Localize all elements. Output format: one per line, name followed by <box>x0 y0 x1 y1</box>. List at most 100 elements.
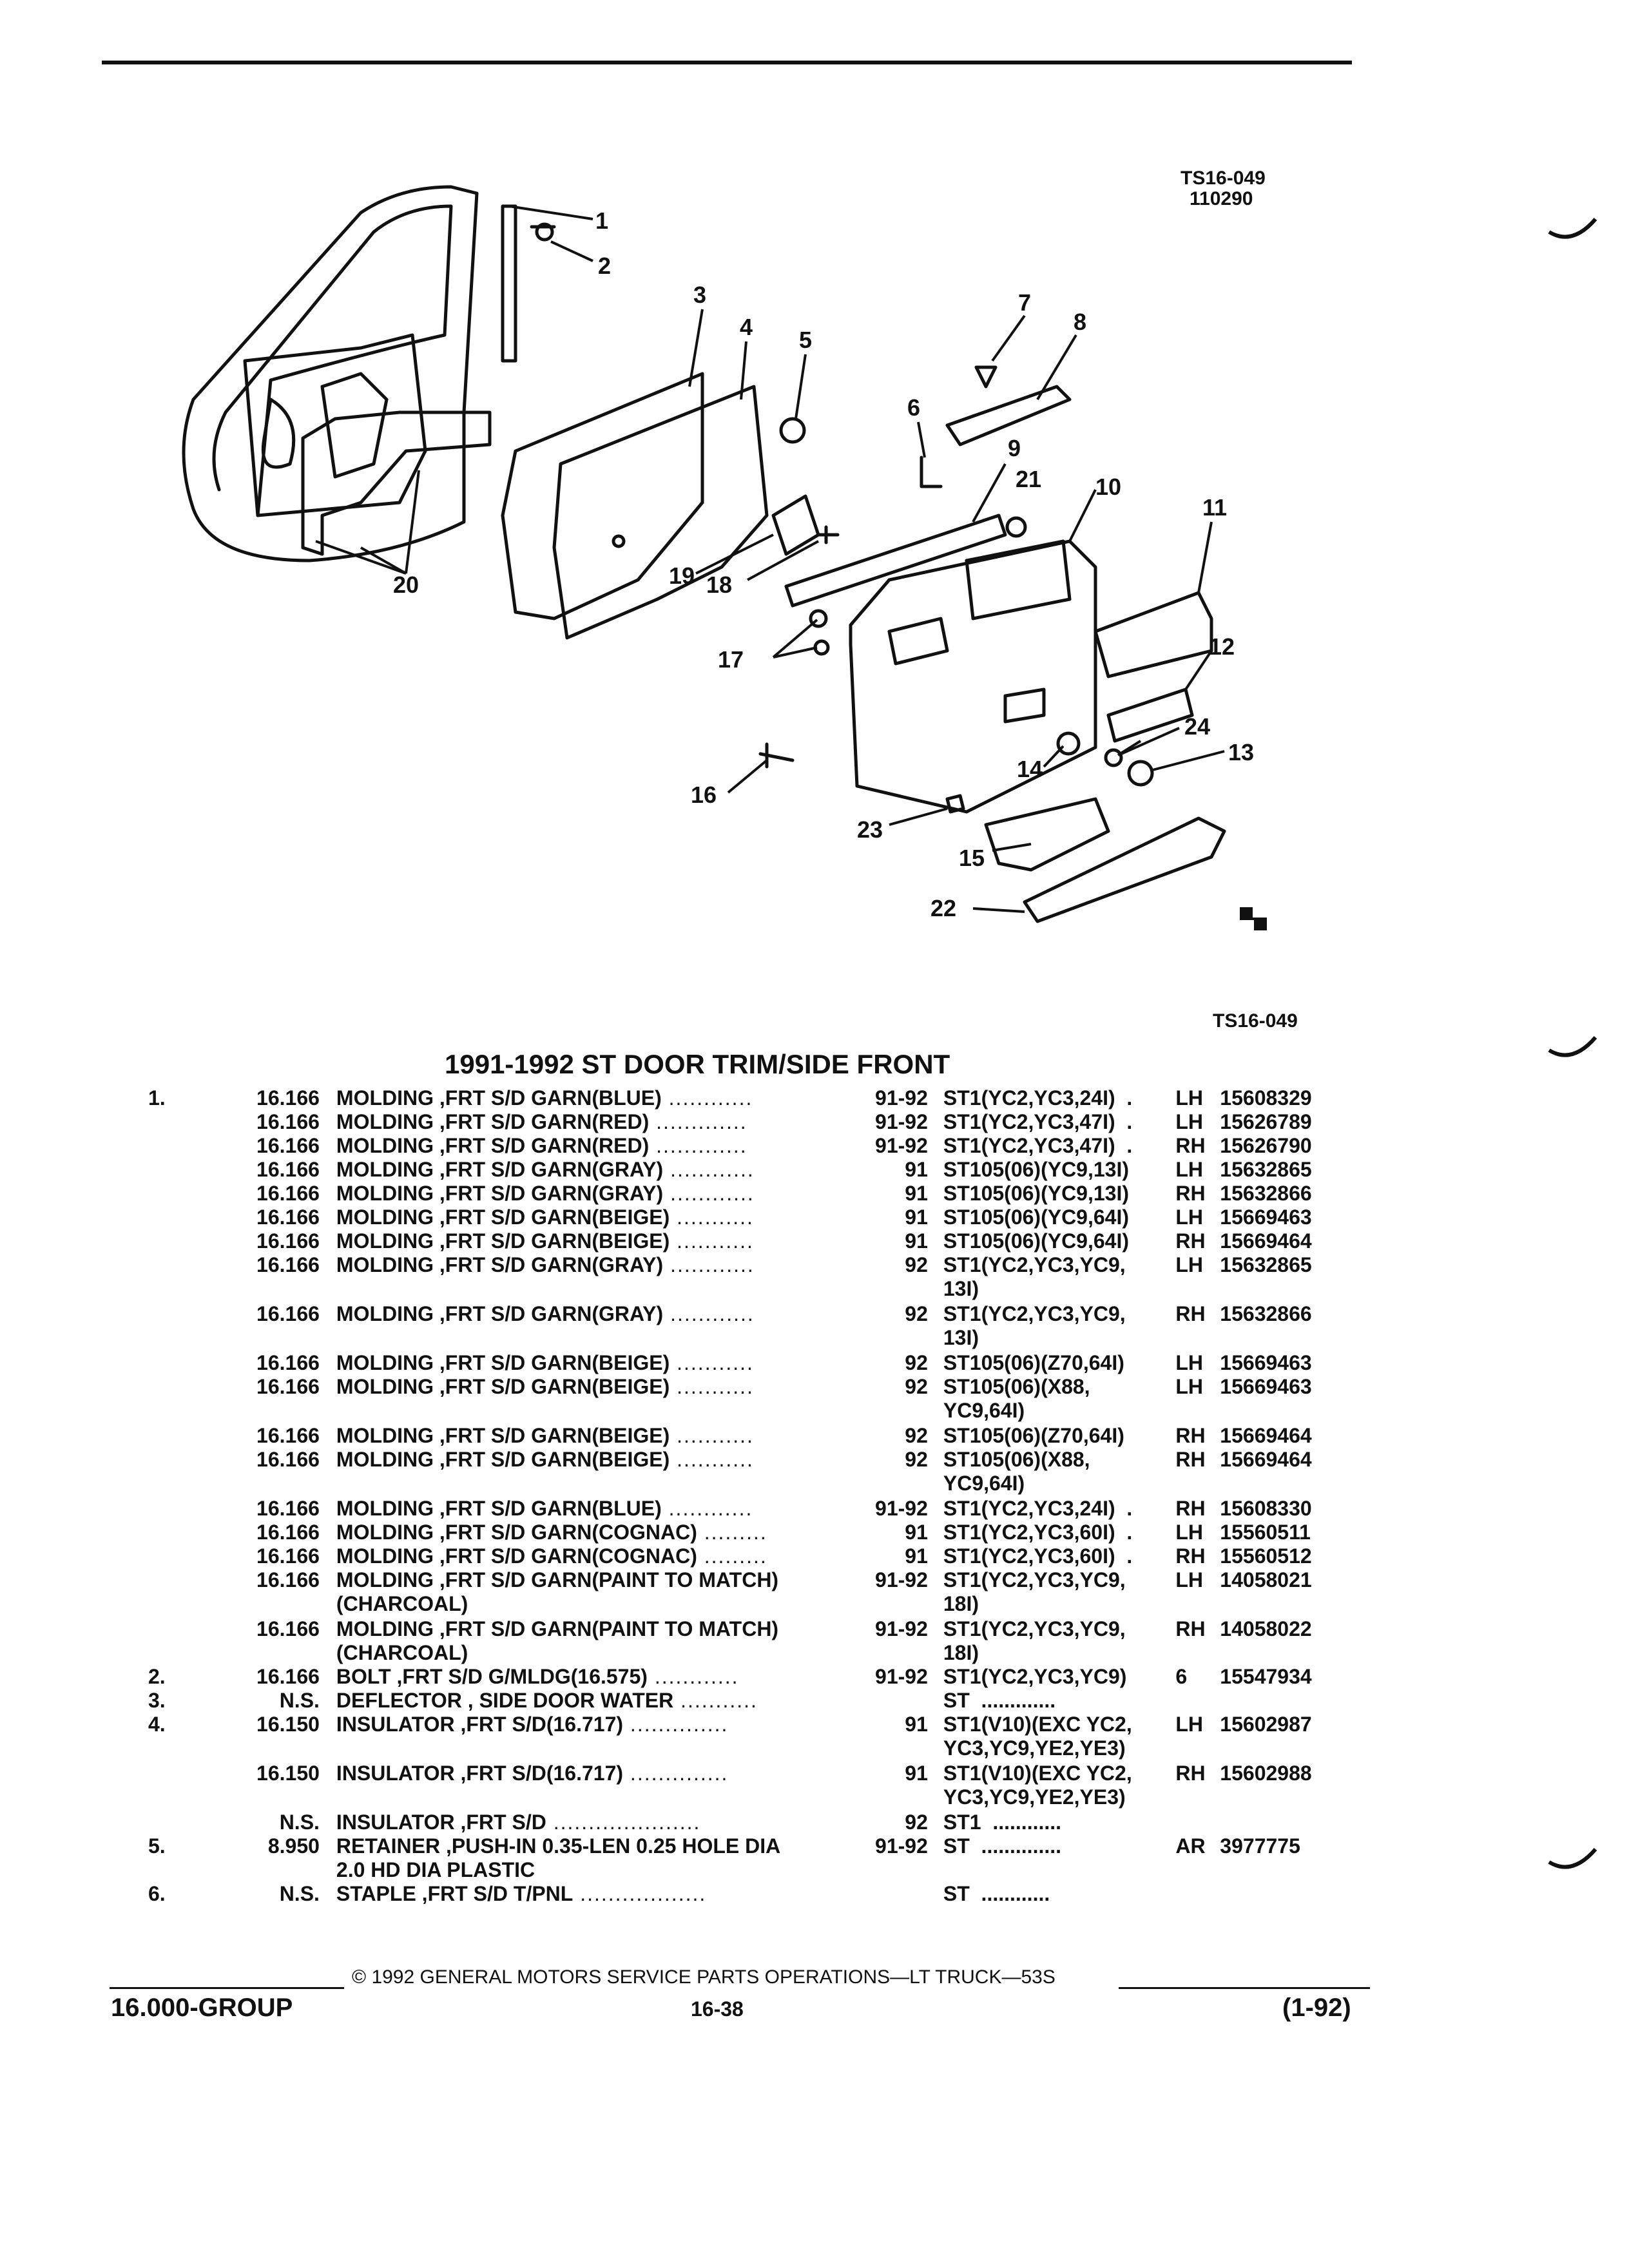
part-number: 15560512 <box>1220 1544 1312 1568</box>
item-number: 6. <box>148 1882 166 1905</box>
model-code: ST1(YC2,YC3,YC9, 18I) <box>943 1568 1126 1615</box>
item-number <box>148 1351 223 1375</box>
quantity <box>1175 1882 1220 1906</box>
part-detail: ,FRT S/D GARN(BEIGE) <box>434 1448 670 1471</box>
part-name: BOLT <box>336 1665 391 1688</box>
part-number <box>1220 1882 1360 1906</box>
part-detail: ,FRT S/D GARN(BLUE) <box>434 1086 662 1110</box>
callout-13: 13 <box>1228 739 1254 765</box>
callout-14: 14 <box>1017 756 1043 782</box>
part-name: MOLDING <box>336 1497 434 1520</box>
group-code: N.S. <box>279 1811 320 1834</box>
retainer-drawing <box>779 417 806 444</box>
quantity: LH <box>1175 1110 1204 1133</box>
part-detail: ,FRT S/D GARN(PAINT TO MATCH) (CHARCOAL) <box>336 1568 779 1615</box>
part-detail: ,FRT S/D GARN(BEIGE) <box>434 1424 670 1447</box>
model-years: 91-92 <box>875 1665 928 1688</box>
quantity: RH <box>1175 1448 1206 1471</box>
callout-7: 7 <box>1018 289 1031 316</box>
leader-dots: ............ <box>663 1253 755 1276</box>
staple-drawing <box>920 456 943 488</box>
group-code: 16.166 <box>256 1351 320 1374</box>
insulator-hole <box>612 534 626 548</box>
section-title: 1991-1992 ST DOOR TRIM/SIDE FRONT <box>445 1049 950 1079</box>
part-description: MOLDING ,FRT S/D GARN(BEIGE) ........... <box>336 1424 871 1448</box>
part-number: 15669463 <box>1220 1375 1312 1398</box>
margin-mark-icon <box>1548 1848 1597 1869</box>
leader-dots: ............ <box>647 1665 739 1688</box>
leader-dots: ............. <box>649 1134 747 1157</box>
group-code: 16.166 <box>256 1497 320 1520</box>
leader-dots: ............ <box>661 1497 753 1520</box>
part-detail: ,FRT S/D GARN(BEIGE) <box>434 1375 670 1398</box>
division-logo-icon <box>1240 907 1267 930</box>
quantity: LH <box>1175 1253 1204 1276</box>
group-code: 16.150 <box>256 1713 320 1736</box>
quantity: 6 <box>1175 1665 1188 1688</box>
part-name: MOLDING <box>336 1617 434 1640</box>
callout-leaders <box>315 205 1225 913</box>
page-number: 16-38 <box>691 1997 744 2021</box>
insulator-drawing <box>552 385 769 640</box>
part-number: 15547934 <box>1220 1665 1312 1688</box>
part-number: 15602987 <box>1220 1713 1312 1736</box>
part-detail: ,FRT S/D T/PNL <box>416 1882 574 1905</box>
item-number <box>148 1229 223 1253</box>
leader-dots: ............ <box>663 1182 755 1205</box>
leader-dots: ......... <box>697 1544 767 1568</box>
storage-pocket-drawing <box>1023 816 1226 923</box>
part-description: MOLDING ,FRT S/D GARN(GRAY) ............ <box>336 1158 871 1182</box>
part-number: 15626790 <box>1220 1134 1312 1157</box>
part-name: DEFLECTOR <box>336 1689 462 1712</box>
quantity: LH <box>1175 1568 1204 1591</box>
margin-mark-icon <box>1548 218 1597 239</box>
part-number: 15602988 <box>1220 1762 1312 1785</box>
model-code: ST105(06)(YC9,64I) <box>943 1206 1129 1229</box>
model-code: ST1(YC2,YC3,24I) . <box>943 1497 1133 1520</box>
leader-dots: ........... <box>670 1206 754 1229</box>
trim-nut-drawing <box>1127 760 1154 787</box>
group-code: 16.150 <box>256 1762 320 1785</box>
leader-dots: ......... <box>697 1521 767 1544</box>
quantity: RH <box>1175 1762 1206 1785</box>
item-number <box>148 1302 223 1350</box>
group-code: N.S. <box>279 1882 320 1905</box>
part-description: INSULATOR ,FRT S/D(16.717) .............… <box>336 1762 871 1809</box>
callout-24: 24 <box>1184 713 1210 740</box>
callout-11: 11 <box>1202 494 1227 521</box>
callout-15: 15 <box>959 845 985 871</box>
table-row: 3.N.S.DEFLECTOR , SIDE DOOR WATER ......… <box>148 1689 1360 1713</box>
model-years: 91 <box>905 1713 928 1736</box>
item-number <box>148 1544 223 1568</box>
model-code: ST105(06)(YC9,13I) <box>943 1182 1129 1205</box>
quantity <box>1175 1811 1220 1834</box>
group-code: 16.166 <box>256 1182 320 1205</box>
part-number: 15669463 <box>1220 1206 1312 1229</box>
leader-dots: .................. <box>573 1882 707 1905</box>
model-code: ST105(06)(Z70,64I) <box>943 1351 1124 1374</box>
model-code: ST105(06)(X88, YC9,64I) <box>943 1375 1090 1422</box>
part-name: MOLDING <box>336 1206 434 1229</box>
callout-10: 10 <box>1095 474 1121 500</box>
part-number: 15669464 <box>1220 1229 1312 1253</box>
callout-18: 18 <box>706 572 732 598</box>
part-description: MOLDING ,FRT S/D GARN(BLUE) ............ <box>336 1086 871 1110</box>
item-number <box>148 1253 223 1301</box>
quantity: RH <box>1175 1497 1206 1520</box>
model-code: ST1(V10)(EXC YC2, YC3,YC9,YE2,YE3) <box>943 1713 1132 1760</box>
item-number <box>148 1134 223 1158</box>
model-years: 92 <box>905 1811 928 1834</box>
part-description: DEFLECTOR , SIDE DOOR WATER ........... <box>336 1689 871 1713</box>
item-number <box>148 1497 223 1521</box>
door-frame-drawing <box>182 185 479 562</box>
figure-ref-code: TS16-049 <box>1181 168 1266 189</box>
part-name: MOLDING <box>336 1448 434 1471</box>
item-number <box>148 1521 223 1544</box>
model-code: ST1(YC2,YC3,47I) . <box>943 1110 1133 1133</box>
item-number <box>148 1110 223 1134</box>
